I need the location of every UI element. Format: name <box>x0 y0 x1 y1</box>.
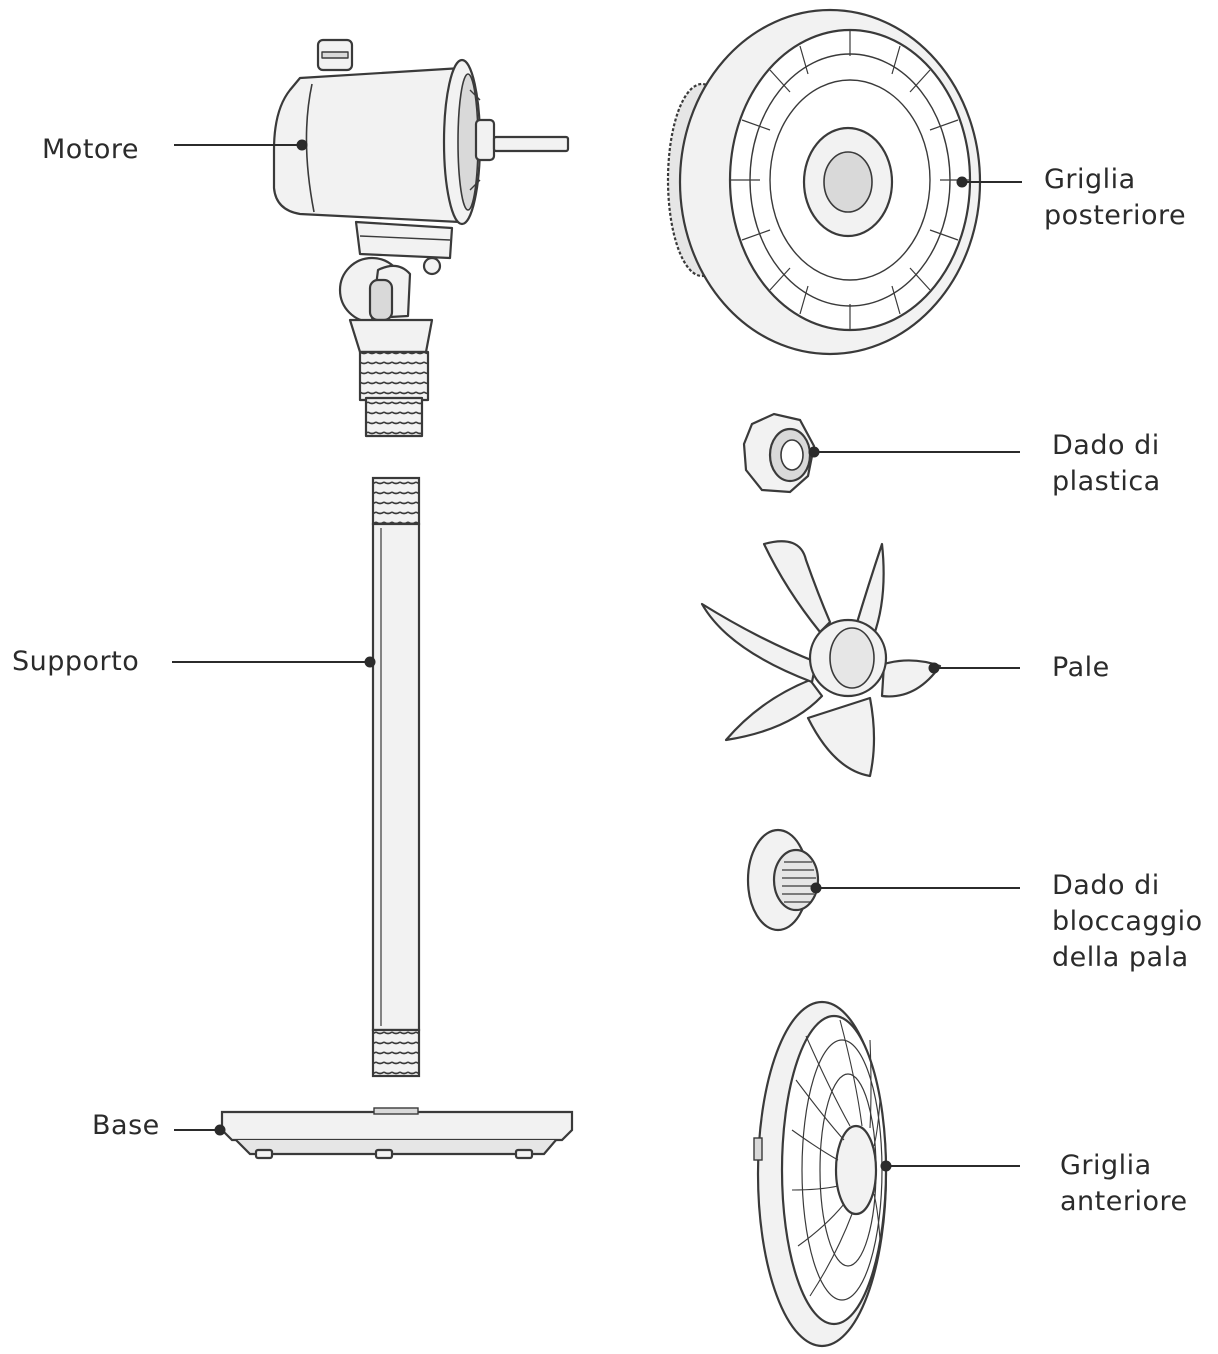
plastic-nut-part <box>742 412 816 494</box>
label-griglia-posteriore-line-1: Griglia <box>1044 164 1136 195</box>
label-pale: Pale <box>1052 650 1110 686</box>
front-grille-part <box>753 1000 888 1348</box>
label-dado-plastica: Dado di plastica <box>1052 428 1161 500</box>
label-motore: Motore <box>42 132 139 168</box>
label-supporto-line: Supporto <box>12 646 140 677</box>
label-griglia-anteriore-line-2: anteriore <box>1060 1186 1188 1217</box>
label-dado-bloccaggio-line-1: Dado di <box>1052 870 1160 901</box>
label-supporto: Supporto <box>12 644 139 680</box>
motor-part <box>272 38 570 438</box>
label-griglia-anteriore-line-1: Griglia <box>1060 1150 1152 1181</box>
label-dado-bloccaggio-line-3: della pala <box>1052 942 1189 973</box>
base-part <box>220 1107 574 1160</box>
label-dado-plastica-line-2: plastica <box>1052 466 1161 497</box>
label-griglia-anteriore: Griglia anteriore <box>1060 1148 1188 1220</box>
label-griglia-posteriore-line-2: posteriore <box>1044 200 1187 231</box>
blade-lock-nut-part <box>746 828 820 932</box>
fan-blades-part <box>700 540 942 778</box>
label-base: Base <box>92 1108 160 1144</box>
rear-grille-part <box>666 8 982 356</box>
label-dado-bloccaggio-line-2: bloccaggio <box>1052 906 1203 937</box>
label-griglia-posteriore: Griglia posteriore <box>1044 162 1186 234</box>
label-dado-plastica-line-1: Dado di <box>1052 430 1160 461</box>
label-dado-bloccaggio: Dado di bloccaggio della pala <box>1052 868 1203 976</box>
label-base-line: Base <box>92 1110 160 1141</box>
pole-part <box>371 476 421 1078</box>
label-motore-line: Motore <box>42 134 140 165</box>
label-pale-line: Pale <box>1052 652 1110 683</box>
leader-lines <box>172 139 1022 1172</box>
